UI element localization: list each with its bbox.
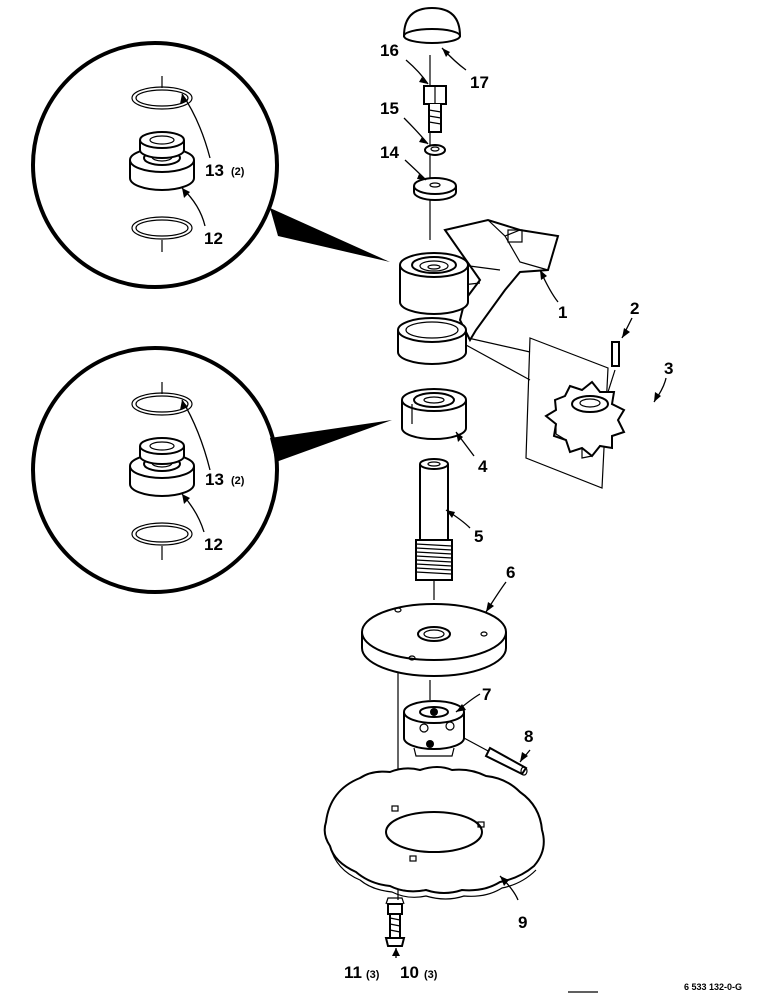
snap-ring xyxy=(131,76,193,110)
detail-view-top: 13 (2) 12 xyxy=(31,41,390,289)
hub-collar xyxy=(403,700,465,757)
callout-16: 16 xyxy=(380,41,399,60)
callout-13: 13 xyxy=(205,161,224,180)
callout-9: 9 xyxy=(518,913,527,932)
quantity-13: (2) xyxy=(231,475,245,487)
callout-4: 4 xyxy=(478,457,488,476)
bearing-housing-arm xyxy=(399,218,560,343)
callout-12: 12 xyxy=(204,229,223,248)
snap-ring xyxy=(131,522,193,560)
quantity-10: (3) xyxy=(424,969,438,981)
spacer-ring xyxy=(397,317,467,365)
callout-12: 12 xyxy=(204,535,223,554)
detail-pointer-top xyxy=(270,208,390,262)
callout-15: 15 xyxy=(380,99,399,118)
snap-ring xyxy=(131,382,193,416)
spindle-shaft xyxy=(415,458,453,581)
callout-14: 14 xyxy=(380,143,399,162)
figure-id: 6 533 132-0-G xyxy=(684,982,742,992)
detail-view-bottom: 13 (2) 12 xyxy=(31,346,392,594)
callout-11: 11 xyxy=(344,963,362,982)
callout-2: 2 xyxy=(630,299,639,318)
hex-bolt xyxy=(423,85,447,133)
dust-cap xyxy=(402,6,462,44)
lock-washer xyxy=(424,144,446,156)
detail-pointer-bottom xyxy=(270,420,392,462)
callout-17: 17 xyxy=(470,73,489,92)
hub-plate xyxy=(361,603,507,677)
quantity-11: (3) xyxy=(366,969,380,981)
roll-pin xyxy=(607,341,620,393)
lower-bearing xyxy=(401,388,467,440)
snap-ring xyxy=(131,216,193,252)
callout-13: 13 xyxy=(205,470,224,489)
bearing xyxy=(129,131,195,191)
callout-8: 8 xyxy=(524,727,533,746)
quantity-13: (2) xyxy=(231,166,245,178)
flat-washer xyxy=(413,177,457,201)
drive-sprocket xyxy=(544,380,626,459)
spring-pin xyxy=(463,737,528,776)
callout-1: 1 xyxy=(558,303,567,322)
callout-7: 7 xyxy=(482,685,491,704)
callout-10: 10 xyxy=(400,963,419,982)
callout-3: 3 xyxy=(664,359,673,378)
bearing xyxy=(129,437,195,497)
flange-bolt xyxy=(384,897,406,947)
sprocket-detail-panel xyxy=(465,337,626,489)
callout-6: 6 xyxy=(506,563,515,582)
callout-5: 5 xyxy=(474,527,483,546)
gathering-disc xyxy=(323,766,545,900)
